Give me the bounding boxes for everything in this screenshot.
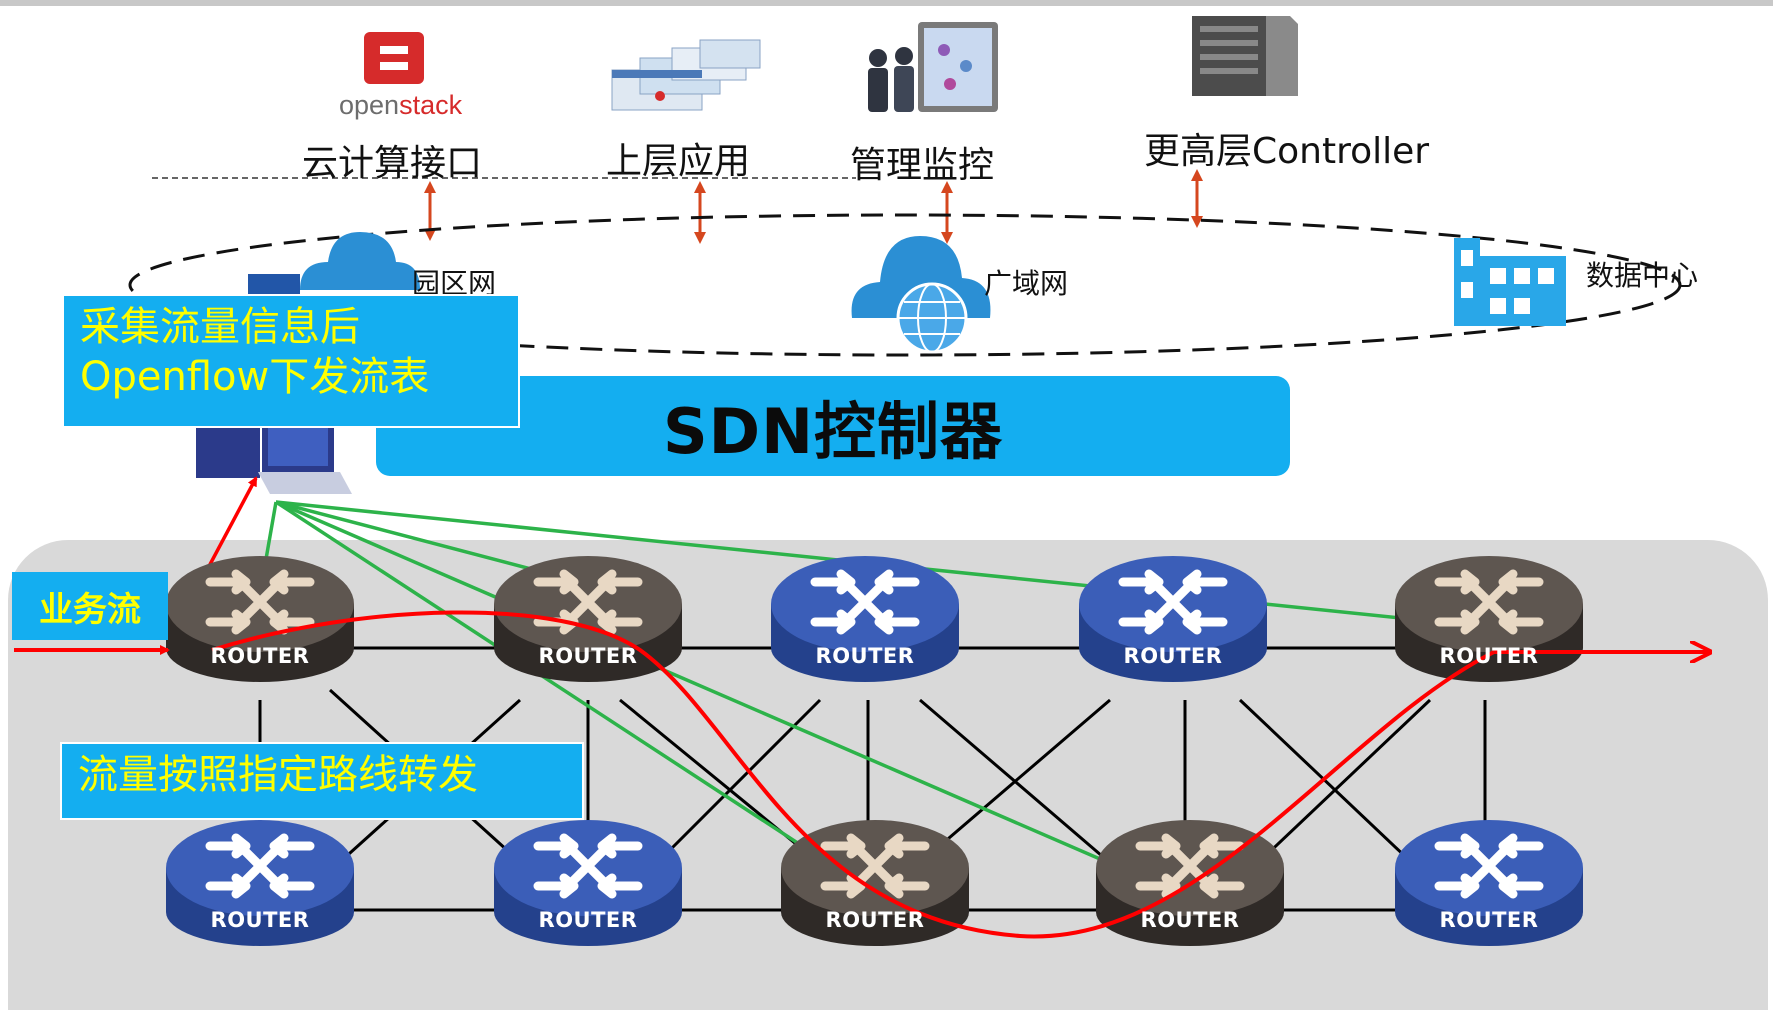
wan-label: 广域网 <box>984 267 1069 300</box>
northbound-arrows <box>424 169 1203 244</box>
router-label-r2: ROUTER <box>538 644 638 668</box>
application-windows-icon <box>611 39 761 111</box>
router-symbol-icon <box>1434 569 1544 635</box>
forward-callout-text: 流量按照指定路线转发 <box>78 752 478 798</box>
router-r5 <box>1395 556 1583 682</box>
router-label-r8: ROUTER <box>825 908 925 932</box>
openstack-logo-text: openstack <box>339 90 463 120</box>
router-r2 <box>494 556 682 682</box>
router-symbol-icon <box>205 569 315 635</box>
business-flow-path <box>211 610 1495 939</box>
datacenter-building-icon <box>1454 238 1566 326</box>
sdn-controller-label: SDN控制器 <box>662 395 1003 468</box>
upper-app-label: 上层应用 <box>606 141 751 182</box>
collect-callout-line1: 采集流量信息后 <box>80 304 360 350</box>
server-icon <box>1192 16 1298 96</box>
datacenter-label: 数据中心 <box>1586 259 1699 292</box>
management-monitoring-label: 管理监控 <box>850 145 995 186</box>
router-label-r6: ROUTER <box>210 908 310 932</box>
router-label-r9: ROUTER <box>1140 908 1240 932</box>
collect-callout: 采集流量信息后 Openflow下发流表 <box>62 294 520 428</box>
router-label-r10: ROUTER <box>1439 908 1539 932</box>
forward-callout: 流量按照指定路线转发 <box>60 742 584 820</box>
router-label-r5: ROUTER <box>1439 644 1539 668</box>
router-symbol-icon <box>820 833 930 899</box>
router-symbol-icon <box>1135 833 1245 899</box>
router-label-r4: ROUTER <box>1123 644 1223 668</box>
routers-layer <box>166 556 1583 946</box>
router-r7 <box>494 820 682 946</box>
sdn-controller-bar: SDN控制器 <box>376 376 1290 476</box>
wan-cloud-globe-icon <box>851 236 991 354</box>
router-label-r7: ROUTER <box>538 908 638 932</box>
openstack-logo-icon <box>364 32 424 84</box>
router-symbol-icon <box>1434 833 1544 899</box>
router-r8 <box>781 820 969 946</box>
router-r10 <box>1395 820 1583 946</box>
cloud-interface-label: 云计算接口 <box>302 143 483 184</box>
router-r4 <box>1079 556 1267 682</box>
router-symbol-icon <box>205 833 315 899</box>
top-border <box>0 0 1773 6</box>
collect-callout-line2: Openflow下发流表 <box>80 354 430 400</box>
router-symbol-icon <box>533 833 643 899</box>
router-label-r1: ROUTER <box>210 644 310 668</box>
monitoring-people-icon <box>868 22 998 112</box>
higher-controller-label: 更高层Controller <box>1144 131 1430 172</box>
router-r6 <box>166 820 354 946</box>
router-label-r3: ROUTER <box>815 644 915 668</box>
router-r3 <box>771 556 959 682</box>
network-domain-ellipse <box>128 213 1682 357</box>
business-flow-label: 业务流 <box>12 572 168 640</box>
router-symbol-icon <box>810 569 920 635</box>
router-symbol-icon <box>1118 569 1228 635</box>
router-r9 <box>1096 820 1284 946</box>
